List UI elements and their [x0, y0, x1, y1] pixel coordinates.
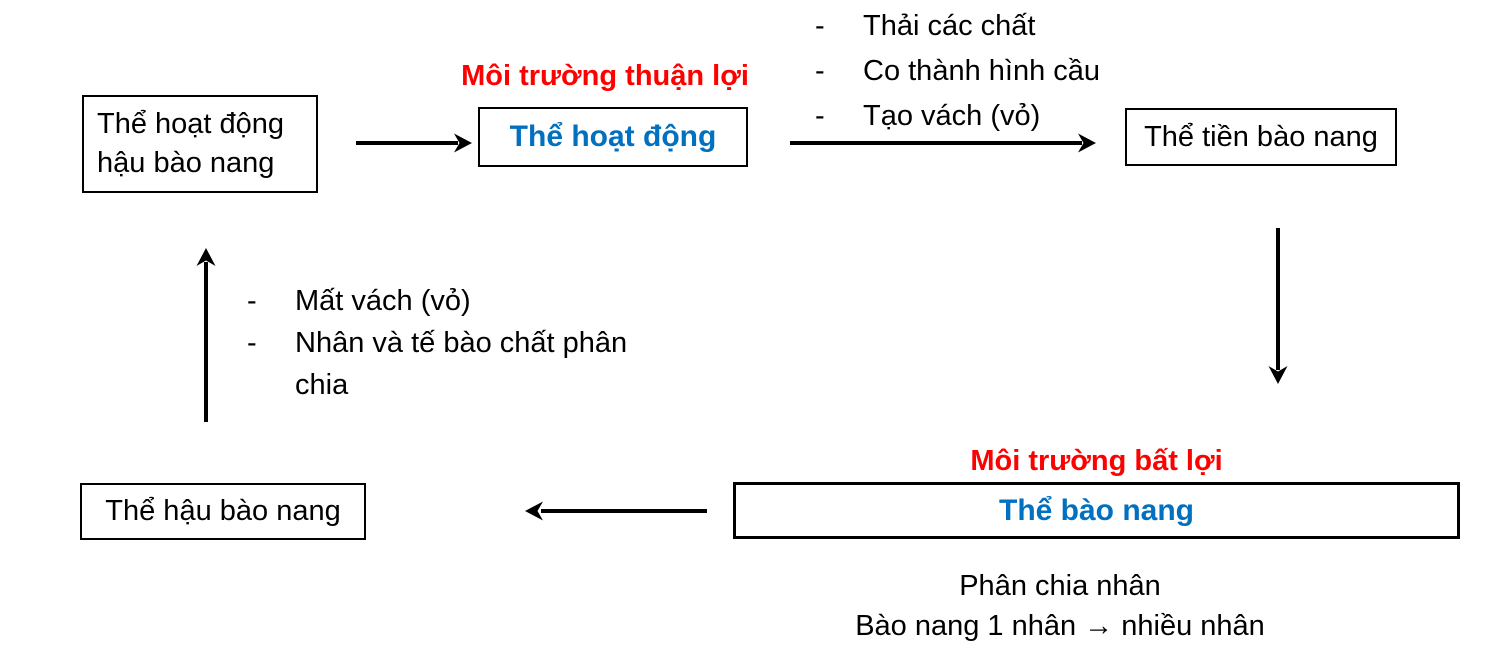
top-bullet-list: - Thải các chất - Co thành hình cầu - Tạ…: [815, 4, 1100, 139]
arrow-trophozoite-to-precyst-icon: [790, 133, 1096, 153]
bullet-dash: -: [247, 327, 257, 359]
box-cyst-label: Thể bào nang: [999, 493, 1194, 527]
bullet-dash: -: [247, 285, 257, 317]
bullet-item: - Mất vách (vỏ): [247, 280, 655, 322]
box-trophozoite-label: Thể hoạt động: [509, 120, 717, 153]
bullet-item: - Co thành hình cầu: [815, 49, 1100, 94]
box-trophozoite: Thể hoạt động: [478, 107, 748, 167]
bullet-text: Mất vách (vỏ): [295, 285, 471, 317]
bullet-item: - Nhân và tế bào chất phân chia: [247, 322, 655, 406]
label-unfavorable-environment: Môi trường bất lợi: [970, 445, 1223, 477]
box-precyst-label: Thể tiền bào nang: [1144, 120, 1378, 153]
bullet-text: Co thành hình cầu: [863, 55, 1101, 87]
bullet-text: Nhân và tế bào chất phân chia: [295, 327, 628, 401]
note-cyst-nuclei-count: Bào nang 1 nhân → nhiều nhân: [855, 610, 1265, 642]
arrow-post-cyst-to-trophozoite-icon: [356, 133, 472, 153]
box-precyst: Thể tiền bào nang: [1125, 108, 1397, 166]
arrow-precyst-to-cyst-icon: [1268, 228, 1288, 384]
cyst-notes: Phân chia nhân Bào nang 1 nhân → nhiều n…: [810, 566, 1310, 646]
box-metacyst: Thể hậu bào nang: [80, 483, 366, 540]
bullet-text: Tạo vách (vỏ): [863, 100, 1041, 132]
arrow-metacyst-to-post-cyst-icon: [196, 248, 216, 422]
bullet-text: Thải các chất: [863, 10, 1036, 42]
bullet-item: - Tạo vách (vỏ): [815, 94, 1100, 139]
box-post-cyst-trophozoite-label: Thể hoạt động hậu bào nang: [97, 107, 285, 179]
bullet-item: - Thải các chất: [815, 4, 1100, 49]
box-metacyst-label: Thể hậu bào nang: [105, 495, 341, 527]
label-favorable-environment: Môi trường thuận lợi: [461, 60, 749, 92]
box-post-cyst-trophozoite: Thể hoạt động hậu bào nang: [82, 95, 318, 193]
bullet-dash: -: [815, 55, 825, 87]
note-nucleus-division: Phân chia nhân: [959, 570, 1161, 602]
arrow-cyst-to-metacyst-icon: [525, 501, 707, 521]
bullet-dash: -: [815, 100, 825, 132]
box-cyst: Thể bào nang: [733, 482, 1460, 539]
left-bullet-list: - Mất vách (vỏ) - Nhân và tế bào chất ph…: [247, 280, 655, 406]
bullet-dash: -: [815, 10, 825, 42]
